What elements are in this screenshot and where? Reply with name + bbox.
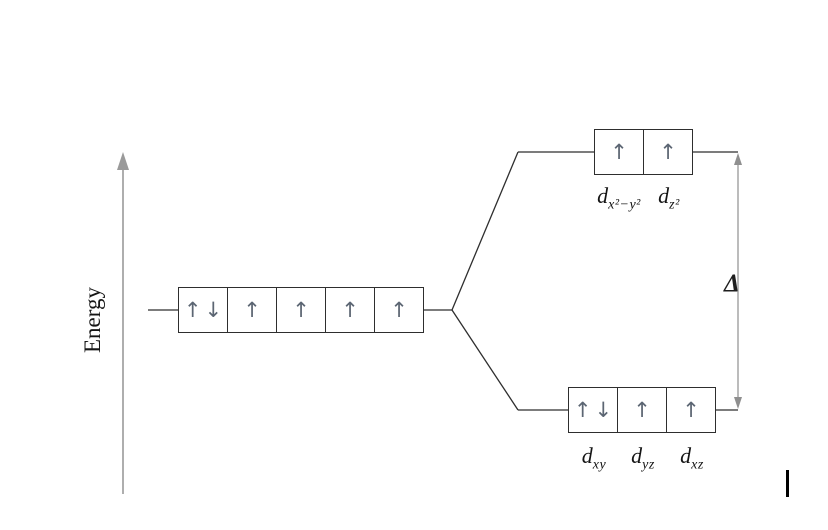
upper-level-orbital-row: ↑ ↑ <box>594 129 693 175</box>
orbital-box-dxy: ↑↓ <box>568 387 618 433</box>
electron-arrows: ↑ <box>682 397 703 422</box>
free-ion-box-1: ↑↓ <box>178 287 228 333</box>
electron-arrows: ↑ <box>243 297 264 322</box>
electron-arrows: ↑ <box>292 297 313 322</box>
orbital-box-dyz: ↑ <box>617 387 667 433</box>
electron-arrows: ↑ <box>341 297 362 322</box>
orbital-label-dxy: dxy <box>581 443 607 473</box>
electron-arrows: ↑ <box>659 139 680 164</box>
electron-arrows: ↑ <box>610 139 631 164</box>
free-ion-box-2: ↑ <box>227 287 277 333</box>
electron-arrows: ↑↓ <box>573 397 616 422</box>
orbital-label-dz2: dz² <box>658 183 680 213</box>
delta-label: Δ <box>724 270 740 297</box>
stray-mark <box>786 470 789 497</box>
orbital-label-dxz: dxz <box>680 443 704 473</box>
free-ion-box-3: ↑ <box>276 287 326 333</box>
orbital-box-dx2y2: ↑ <box>594 129 644 175</box>
free-ion-box-4: ↑ <box>325 287 375 333</box>
energy-axis-arrow <box>117 152 129 494</box>
electron-arrows: ↑ <box>390 297 411 322</box>
orbital-box-dz2: ↑ <box>643 129 693 175</box>
split-line-upper <box>451 151 519 311</box>
orbital-label-dx2y2: dx²−y² <box>597 183 641 213</box>
free-ion-orbital-row: ↑↓ ↑ ↑ ↑ ↑ <box>178 287 424 333</box>
free-ion-box-5: ↑ <box>374 287 424 333</box>
orbital-label-dyz: dyz <box>631 443 655 473</box>
electron-arrows: ↑ <box>633 397 654 422</box>
orbital-box-dxz: ↑ <box>666 387 716 433</box>
energy-axis-label: Energy <box>80 287 105 354</box>
lower-level-orbital-row: ↑↓ ↑ ↑ <box>568 387 716 433</box>
electron-arrows: ↑↓ <box>183 297 226 322</box>
split-line-lower <box>451 309 519 411</box>
